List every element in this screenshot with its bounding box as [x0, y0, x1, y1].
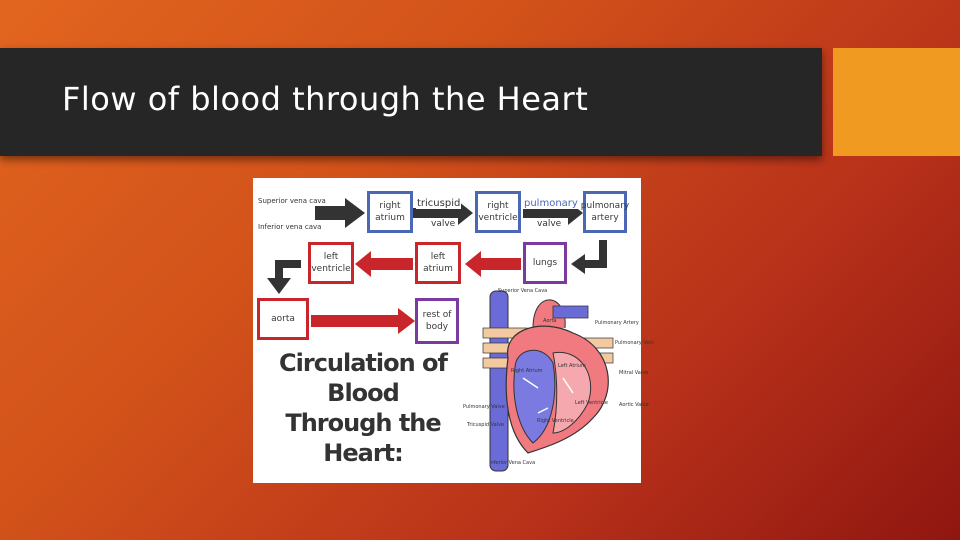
left-ventricle-box: left ventricle [308, 242, 354, 284]
heart-label-left-atrium: Left Atrium [558, 363, 586, 369]
aorta-box: aorta [257, 298, 309, 340]
arrow-la-lv [355, 251, 413, 277]
superior-vena-cava-label: Superior vena cava [258, 197, 326, 205]
accent-block [833, 48, 960, 156]
arrow-aorta-body [311, 308, 415, 334]
heart-illustration [482, 290, 614, 472]
flow-arrows [267, 198, 614, 472]
arrow-pa-lungs [583, 240, 607, 268]
right-atrium-box: right atrium [367, 191, 413, 233]
rest-of-body-box: rest of body [415, 298, 459, 344]
heart-label-aortic: Aortic Valve [619, 402, 649, 408]
heart-label-aorta: Aorta [543, 318, 557, 324]
heart-label-tricuspid: Tricuspid Valve [467, 422, 505, 428]
heart-label-pulm-valve: Pulmonary Valve [463, 404, 505, 410]
heart-label-mitral: Mitral Valve [619, 370, 649, 376]
heart-flow-figure: Superior vena cava Inferior vena cava ri… [253, 178, 654, 483]
heart-label-pulm-vein: Pulmonary Vein [615, 340, 654, 346]
heart-label-left-ventricle: Left Ventricle [575, 400, 608, 406]
tricuspid-valve-word: valve [431, 219, 456, 229]
heart-label-pulm-artery: Pulmonary Artery [595, 320, 639, 326]
lungs-box: lungs [523, 242, 567, 284]
figure-caption: Circulation of Blood Through the Heart: [279, 349, 448, 467]
heart-label-ivc: Inferior Vena Cava [489, 460, 536, 466]
slide-title: Flow of blood through the Heart [62, 80, 589, 118]
tricuspid-label: tricuspid [416, 198, 462, 209]
left-atrium-box: left atrium [415, 242, 461, 284]
heart-label-svc: Superior Vena Cava [498, 288, 548, 294]
pulmonary-artery-box: pulmonary artery [581, 191, 629, 233]
arrow-lv-aorta [275, 260, 301, 280]
heart-label-right-atrium: Right Atrium [511, 368, 543, 374]
inferior-vena-cava-label: Inferior vena cava [258, 223, 322, 231]
arrow-lungs-la [465, 251, 521, 277]
right-ventricle-box: right ventricle [475, 191, 521, 233]
pulmonary-label: pulmonary [523, 198, 579, 209]
heart-label-right-ventricle: Right Ventricle [537, 418, 574, 424]
arrow-vena-cava [315, 198, 365, 228]
pulmonary-valve-word: valve [537, 219, 562, 229]
title-bar [0, 48, 822, 156]
